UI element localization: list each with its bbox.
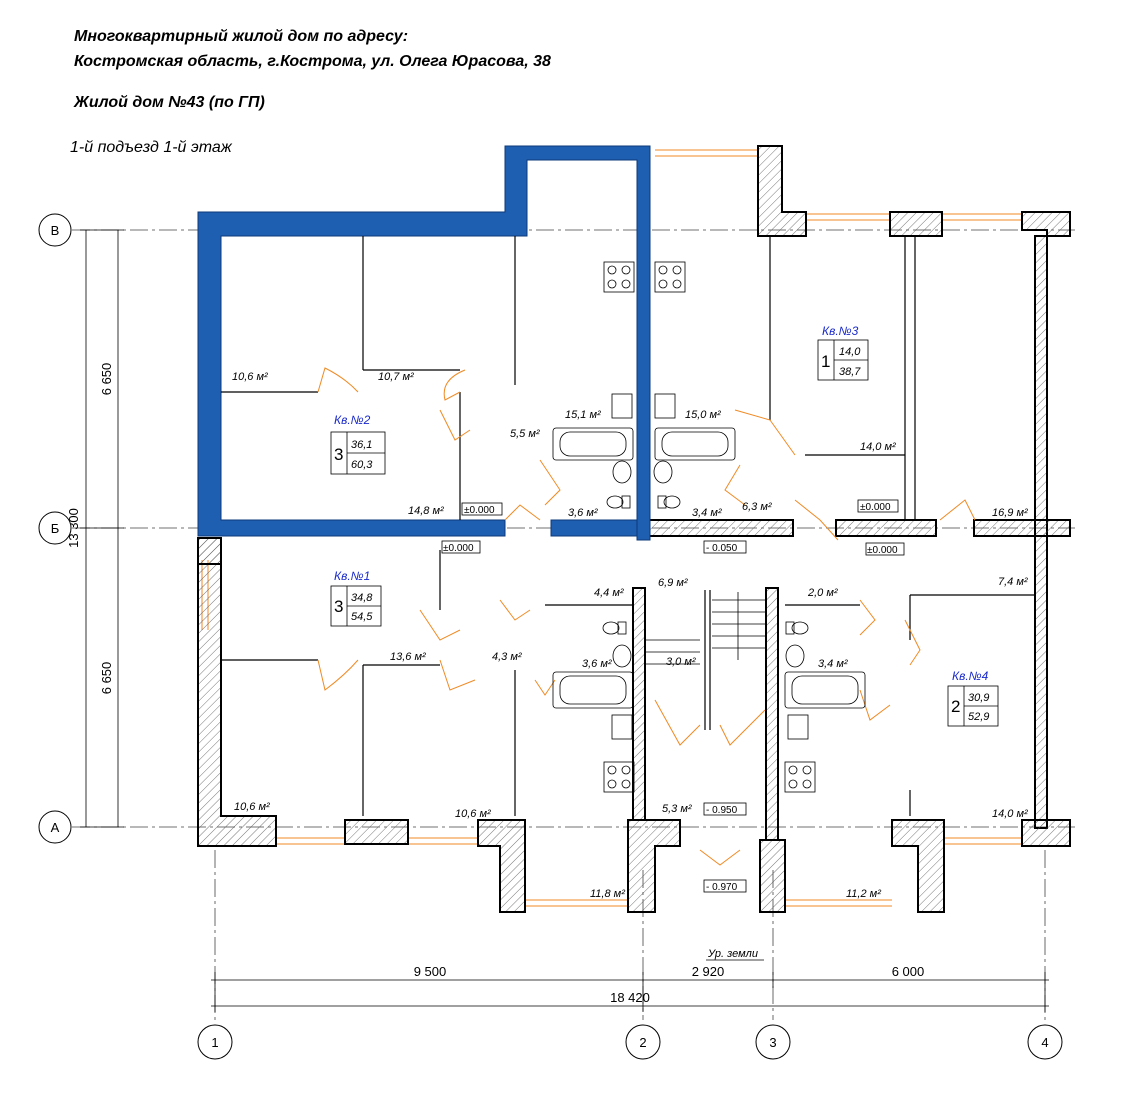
axis-row-b: Б bbox=[51, 521, 60, 536]
axis-col-4: 4 bbox=[1041, 1035, 1048, 1050]
svg-text:15,1 м²: 15,1 м² bbox=[565, 409, 601, 421]
dim-bottom-2: 2 920 bbox=[692, 964, 725, 979]
walls bbox=[197, 145, 1071, 913]
svg-text:2,0 м²: 2,0 м² bbox=[807, 587, 838, 599]
svg-text:1: 1 bbox=[821, 352, 830, 371]
svg-text:4,3 м²: 4,3 м² bbox=[492, 651, 522, 663]
svg-text:52,9: 52,9 bbox=[968, 711, 989, 723]
room-areas: 10,6 м² 10,7 м² 5,5 м² 15,1 м² 15,0 м² 1… bbox=[232, 371, 1028, 900]
dim-left-upper: 6 650 bbox=[99, 363, 114, 396]
entrance-floor-label: 1-й подъезд 1-й этаж bbox=[70, 139, 232, 156]
svg-text:±0.000: ±0.000 bbox=[464, 505, 495, 516]
svg-text:- 0.050: - 0.050 bbox=[706, 543, 738, 554]
svg-text:6,3 м²: 6,3 м² bbox=[742, 501, 772, 513]
highlighted-walls bbox=[197, 145, 651, 541]
sinks-and-toilets bbox=[602, 393, 809, 740]
svg-text:3,4 м²: 3,4 м² bbox=[692, 507, 722, 519]
svg-text:3: 3 bbox=[334, 597, 343, 616]
dimension-lines bbox=[80, 229, 1049, 1012]
dim-left-total: 13 300 bbox=[66, 508, 81, 548]
svg-text:4,4 м²: 4,4 м² bbox=[594, 587, 624, 599]
svg-text:11,2 м²: 11,2 м² bbox=[846, 888, 881, 900]
apartment-2: Кв.№2 3 36,1 60,3 bbox=[330, 413, 386, 475]
svg-text:- 0.970: - 0.970 bbox=[706, 882, 738, 893]
svg-text:10,6 м²: 10,6 м² bbox=[234, 801, 270, 813]
svg-text:- 0.950: - 0.950 bbox=[706, 805, 738, 816]
axis-col-3: 3 bbox=[769, 1035, 776, 1050]
windows bbox=[201, 149, 1022, 907]
dim-bottom-3: 6 000 bbox=[892, 964, 925, 979]
svg-text:14,0 м²: 14,0 м² bbox=[992, 808, 1028, 820]
ground-level-label: Ур. земли bbox=[707, 948, 758, 960]
dim-left-lower: 6 650 bbox=[99, 662, 114, 695]
svg-text:54,5: 54,5 bbox=[351, 611, 373, 623]
axis-col-1: 1 bbox=[211, 1035, 218, 1050]
svg-text:10,6 м²: 10,6 м² bbox=[455, 808, 491, 820]
axis-bubbles bbox=[38, 213, 1063, 1060]
partitions bbox=[221, 236, 1035, 816]
svg-text:3,0 м²: 3,0 м² bbox=[666, 656, 696, 668]
svg-text:10,7 м²: 10,7 м² bbox=[378, 371, 414, 383]
stair bbox=[645, 592, 765, 665]
level-marks: ±0.000 ±0.000 ±0.000 ±0.000 - 0.050 - 0.… bbox=[441, 499, 905, 893]
svg-text:3,6 м²: 3,6 м² bbox=[568, 507, 598, 519]
title-line-2: Костромская область, г.Кострома, ул. Оле… bbox=[74, 53, 551, 70]
apartment-4: Кв.№4 2 30,9 52,9 bbox=[947, 669, 999, 727]
svg-text:6,9 м²: 6,9 м² bbox=[658, 577, 688, 589]
svg-text:15,0 м²: 15,0 м² bbox=[685, 409, 721, 421]
svg-text:7,4 м²: 7,4 м² bbox=[998, 576, 1028, 588]
svg-text:38,7: 38,7 bbox=[839, 366, 861, 378]
svg-text:14,0 м²: 14,0 м² bbox=[860, 441, 896, 453]
svg-text:36,1: 36,1 bbox=[351, 439, 372, 451]
svg-text:3,6 м²: 3,6 м² bbox=[582, 658, 612, 670]
axis-row-v: В bbox=[51, 223, 60, 238]
svg-text:60,3: 60,3 bbox=[351, 459, 373, 471]
bathtubs bbox=[552, 427, 866, 709]
dim-bottom-total: 18 420 bbox=[610, 990, 650, 1005]
axis-col-2: 2 bbox=[639, 1035, 646, 1050]
svg-text:Кв.№1: Кв.№1 bbox=[334, 569, 370, 583]
axis-row-a: А bbox=[51, 820, 60, 835]
svg-text:14,8 м²: 14,8 м² bbox=[408, 505, 444, 517]
svg-text:5,5 м²: 5,5 м² bbox=[510, 428, 540, 440]
svg-text:34,8: 34,8 bbox=[351, 592, 373, 604]
svg-text:10,6 м²: 10,6 м² bbox=[232, 371, 268, 383]
svg-text:14,0: 14,0 bbox=[839, 346, 861, 358]
title-line-1: Многоквартирный жилой дом по адресу: bbox=[74, 28, 409, 45]
svg-text:5,3 м²: 5,3 м² bbox=[662, 803, 692, 815]
apartment-1: Кв.№1 3 34,8 54,5 bbox=[330, 569, 382, 627]
svg-text:Кв.№3: Кв.№3 bbox=[822, 324, 859, 338]
svg-text:±0.000: ±0.000 bbox=[860, 502, 891, 513]
svg-text:Кв.№2: Кв.№2 bbox=[334, 413, 371, 427]
door-swings bbox=[317, 367, 976, 866]
svg-text:11,8 м²: 11,8 м² bbox=[590, 888, 625, 900]
apartment-3: Кв.№3 1 14,0 38,7 bbox=[817, 324, 869, 381]
title-line-3: Жилой дом №43 (по ГП) bbox=[74, 94, 265, 111]
svg-text:3: 3 bbox=[334, 445, 343, 464]
stoves bbox=[603, 261, 816, 793]
svg-text:±0.000: ±0.000 bbox=[867, 545, 898, 556]
svg-text:±0.000: ±0.000 bbox=[443, 543, 474, 554]
svg-text:30,9: 30,9 bbox=[968, 692, 989, 704]
svg-text:3,4 м²: 3,4 м² bbox=[818, 658, 848, 670]
svg-text:Кв.№4: Кв.№4 bbox=[952, 669, 989, 683]
dim-bottom-1: 9 500 bbox=[414, 964, 447, 979]
svg-text:16,9 м²: 16,9 м² bbox=[992, 507, 1028, 519]
svg-text:13,6 м²: 13,6 м² bbox=[390, 651, 426, 663]
svg-text:2: 2 bbox=[951, 697, 960, 716]
